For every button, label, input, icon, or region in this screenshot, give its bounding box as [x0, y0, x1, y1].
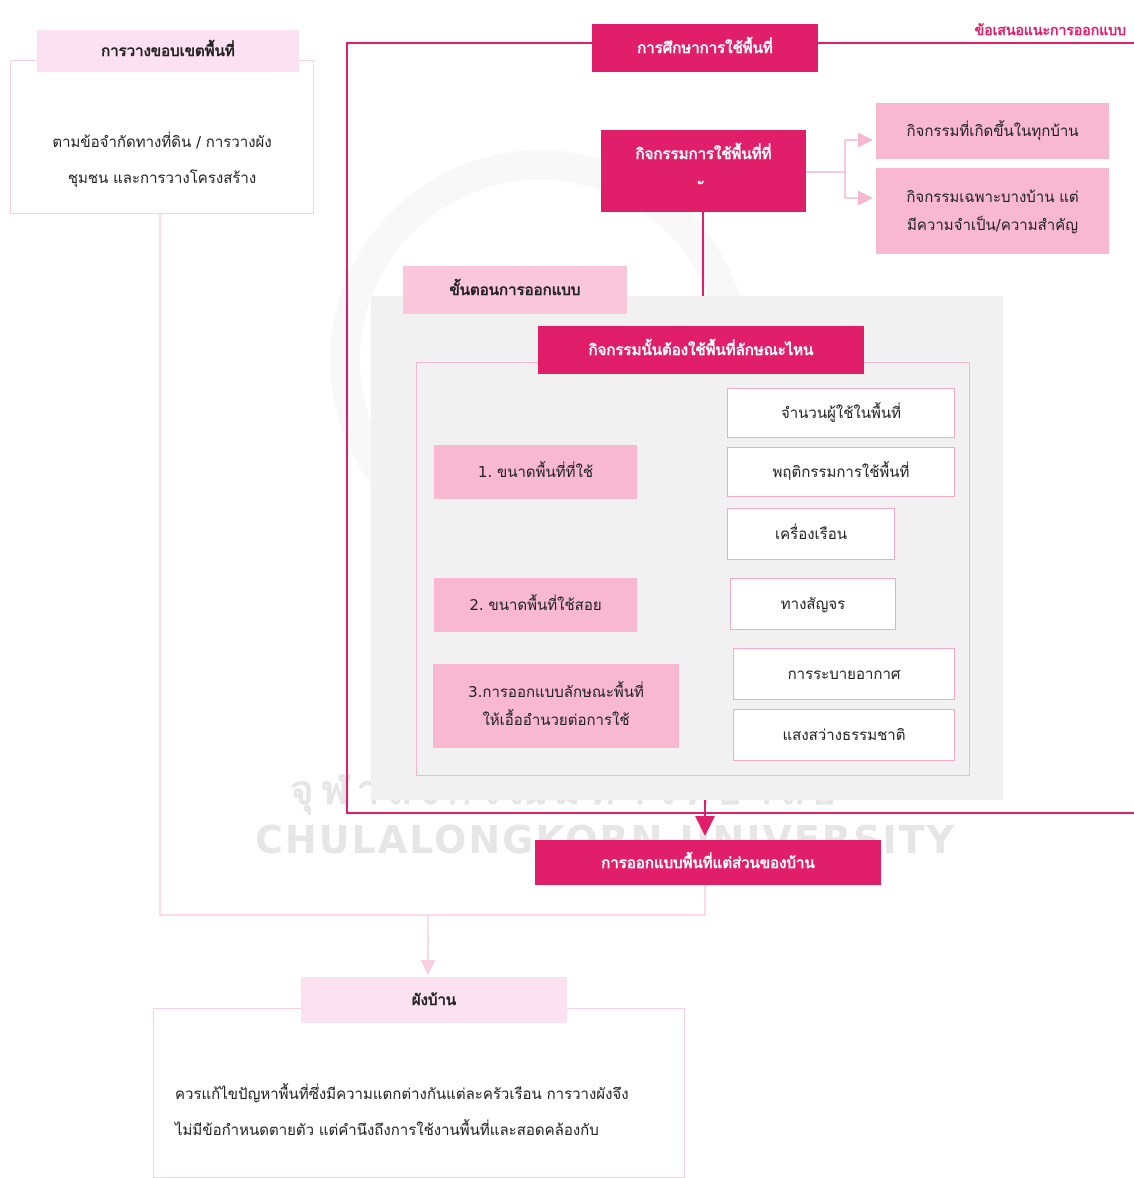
- step-1-sub-behavior: พฤติกรรมการใช้พื้นที่: [727, 447, 955, 497]
- step-item-3-line2: ให้เอื้ออำนวยต่อการใช้: [482, 711, 630, 729]
- house-plan-line2: ไม่มีข้อกำหนดตายตัว แต่คำนึงถึงการใช้งาน…: [175, 1121, 599, 1139]
- boundary-title: การวางขอบเขตพื้นที่: [37, 30, 299, 72]
- design-steps-header: กิจกรรมนั้นต้องใช้พื้นที่ลักษณะไหน: [538, 326, 864, 374]
- boundary-body-line1: ตามข้อจำกัดทางที่ดิน / การวางผัง: [52, 133, 272, 151]
- activity-some-houses-line1: กิจกรรมเฉพาะบางบ้าน แต่: [906, 187, 1079, 206]
- step-2-sub-circulation: ทางสัญจร: [730, 578, 896, 630]
- activity-box: กิจกรรมการใช้พื้นที่ที่ ั: [601, 130, 806, 212]
- result-box: การออกแบบพื้นที่แต่ส่วนของบ้าน: [535, 840, 881, 885]
- boundary-card: [10, 60, 314, 214]
- step-item-3: 3.การออกแบบลักษณะพื้นที่ ให้เอื้ออำนวยต่…: [433, 664, 679, 748]
- house-plan-body: ควรแก้ไขปัญหาพื้นที่ซึ่งมีความแตกต่างกัน…: [175, 1076, 685, 1148]
- house-plan-card: [153, 1008, 685, 1178]
- step-item-1: 1. ขนาดพื้นที่ที่ใช้: [434, 445, 637, 499]
- step-1-sub-furniture: เครื่องเรือน: [727, 508, 895, 560]
- study-title: การศึกษาการใช้พื้นที่: [592, 24, 818, 72]
- step-item-3-line1: 3.การออกแบบลักษณะพื้นที่: [468, 682, 644, 701]
- activity-all-houses: กิจกรรมที่เกิดขึ้นในทุกบ้าน: [876, 103, 1109, 159]
- house-plan-title: ผังบ้าน: [301, 977, 567, 1023]
- step-1-sub-users: จำนวนผู้ใช้ในพื้นที่: [727, 388, 955, 438]
- house-plan-line1: ควรแก้ไขปัญหาพื้นที่ซึ่งมีความแตกต่างกัน…: [175, 1085, 629, 1103]
- top-right-label: ข้อเสนอแนะการออกแบบ: [974, 23, 1126, 39]
- design-steps-label: ขั้นตอนการออกแบบ: [403, 266, 627, 314]
- boundary-body: ตามข้อจำกัดทางที่ดิน / การวางผัง ชุมชน แ…: [12, 124, 312, 196]
- activity-some-houses-line2: มีความจำเป็น/ความสำคัญ: [907, 216, 1078, 234]
- step-3-sub-daylight: แสงสว่างธรรมชาติ: [733, 709, 955, 761]
- activity-some-houses: กิจกรรมเฉพาะบางบ้าน แต่ มีความจำเป็น/ควา…: [876, 168, 1109, 254]
- boundary-body-line2: ชุมชน และการวางโครงสร้าง: [67, 169, 257, 187]
- activity-box-label: กิจกรรมการใช้พื้นที่ที่: [635, 145, 772, 163]
- step-3-sub-ventilation: การระบายอากาศ: [733, 648, 955, 700]
- step-item-2: 2. ขนาดพื้นที่ใช้สอย: [434, 578, 637, 632]
